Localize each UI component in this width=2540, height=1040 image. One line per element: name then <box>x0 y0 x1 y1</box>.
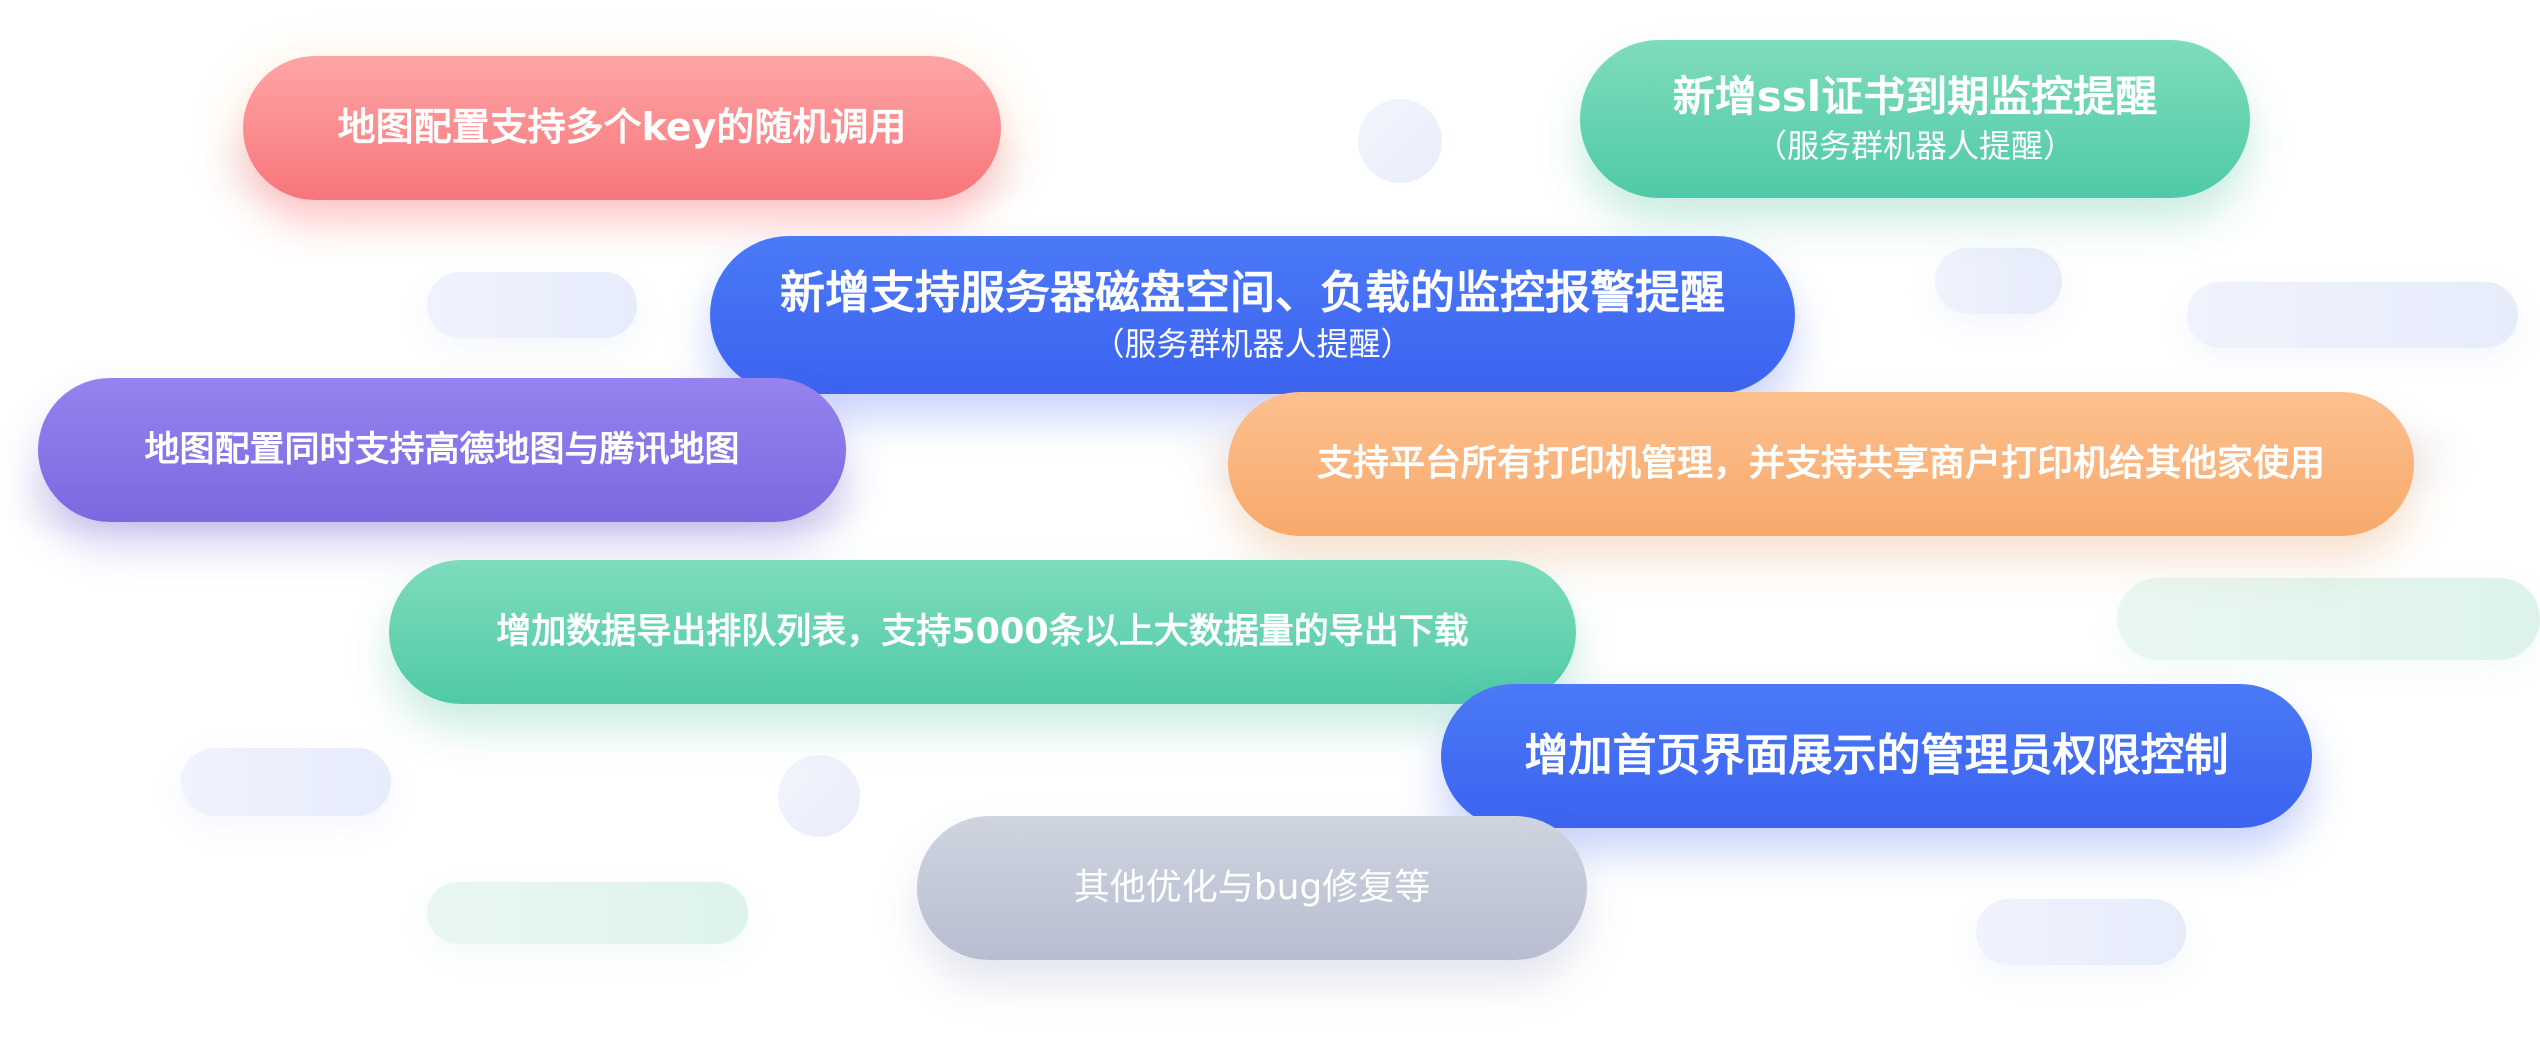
feature-title: 地图配置支持多个key的随机调用 <box>337 105 907 150</box>
feature-title: 增加首页界面展示的管理员权限控制 <box>1524 729 2229 781</box>
feature-title: 新增ssl证书到期监控提醒 <box>1672 71 2158 121</box>
feature-title: 其他优化与bug修复等 <box>1073 867 1431 909</box>
feature-title: 支持平台所有打印机管理，并支持共享商户打印机给其他家使用 <box>1316 443 2325 485</box>
decorative-blob <box>2117 578 2540 660</box>
decorative-circle <box>778 755 860 837</box>
feature-title: 新增支持服务器磁盘空间、负载的监控报警提醒 <box>779 265 1725 319</box>
feature-pill-ssl-monitor: 新增ssl证书到期监控提醒 （服务群机器人提醒） <box>1580 40 2250 198</box>
decorative-circle <box>1358 99 1442 183</box>
feature-pill-map-providers: 地图配置同时支持高德地图与腾讯地图 <box>38 378 846 522</box>
decorative-blob <box>2187 282 2518 348</box>
feature-subtitle: （服务群机器人提醒） <box>1092 324 1413 363</box>
feature-title: 地图配置同时支持高德地图与腾讯地图 <box>144 429 740 470</box>
decorative-blob <box>1976 899 2186 965</box>
decorative-blob <box>427 272 637 338</box>
feature-title: 增加数据导出排队列表，支持5000条以上大数据量的导出下载 <box>496 611 1469 652</box>
feature-pill-printer-management: 支持平台所有打印机管理，并支持共享商户打印机给其他家使用 <box>1228 392 2414 536</box>
decorative-blob <box>427 882 748 944</box>
decorative-blob <box>1935 248 2062 314</box>
decorative-blob <box>181 748 391 816</box>
feature-pill-map-key-random: 地图配置支持多个key的随机调用 <box>243 56 1001 200</box>
feature-pill-admin-permission: 增加首页界面展示的管理员权限控制 <box>1441 684 2312 828</box>
feature-pill-server-monitor: 新增支持服务器磁盘空间、负载的监控报警提醒 （服务群机器人提醒） <box>710 236 1795 394</box>
feature-subtitle: （服务群机器人提醒） <box>1754 126 2075 165</box>
feature-pill-bug-fixes: 其他优化与bug修复等 <box>917 816 1587 960</box>
feature-pill-export-queue: 增加数据导出排队列表，支持5000条以上大数据量的导出下载 <box>389 560 1576 704</box>
